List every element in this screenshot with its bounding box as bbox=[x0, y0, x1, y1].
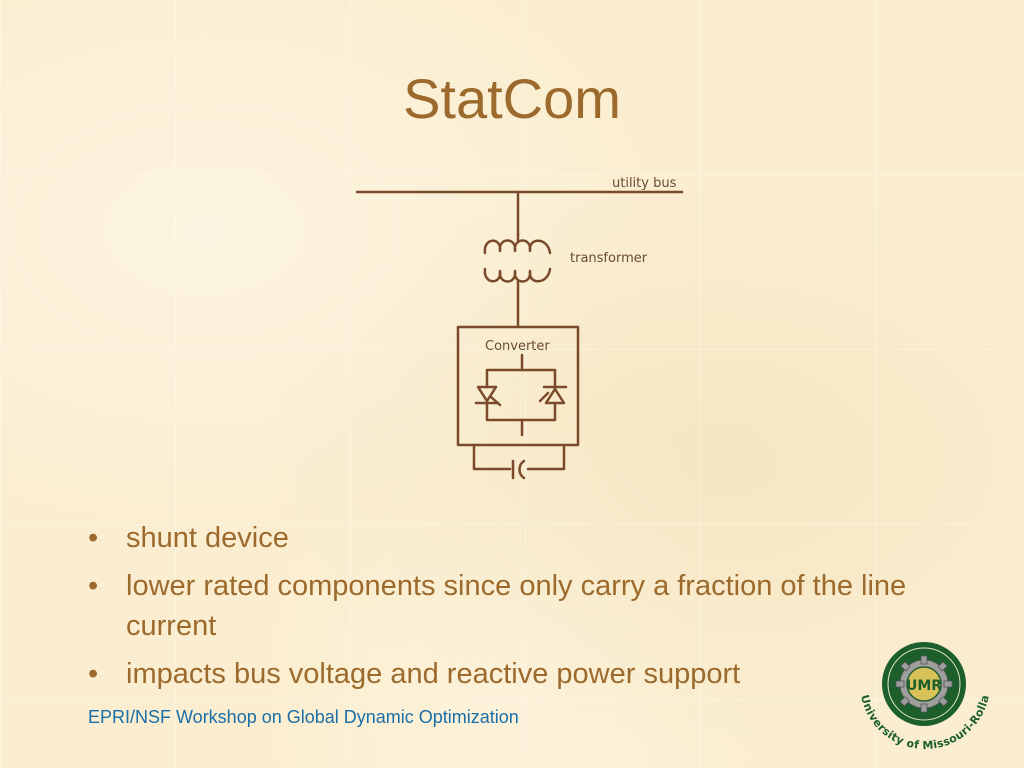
capacitor-loop bbox=[472, 443, 512, 471]
bullet-item: • lower rated components since only carr… bbox=[88, 566, 948, 646]
bullet-item: • shunt device bbox=[88, 518, 948, 558]
capacitor-icon bbox=[511, 459, 526, 480]
converter-box bbox=[456, 325, 580, 447]
transformer-primary-winding bbox=[483, 239, 552, 255]
right-thyristor-icon bbox=[538, 385, 568, 405]
university-seal-icon: UMR University of Missouri-Rolla bbox=[852, 634, 998, 758]
statcom-schematic: utility bus transformer Converter bbox=[355, 176, 684, 480]
bullet-dot-icon: • bbox=[88, 522, 99, 554]
bridge-bottom-bar bbox=[485, 401, 557, 422]
slide-title: StatCom bbox=[403, 67, 621, 130]
transformer-label: transformer bbox=[570, 251, 648, 266]
bullet-dot-icon: • bbox=[88, 570, 99, 602]
statcom-diagram: utility bus transformer Converter bbox=[350, 165, 690, 485]
transformer-secondary-winding bbox=[483, 267, 552, 283]
capacitor-loop-right bbox=[526, 443, 566, 471]
bullet-item: • impacts bus voltage and reactive power… bbox=[88, 654, 948, 694]
bullet-text: lower rated components since only carry … bbox=[126, 570, 907, 642]
slide-footer: EPRI/NSF Workshop on Global Dynamic Opti… bbox=[88, 707, 519, 727]
bullet-text: shunt device bbox=[126, 522, 289, 554]
left-thyristor-icon bbox=[474, 385, 502, 407]
university-logo: UMR University of Missouri-Rolla bbox=[858, 642, 992, 752]
bullet-dot-icon: • bbox=[88, 658, 99, 690]
utility-bus-label: utility bus bbox=[612, 176, 677, 191]
bullet-list: • shunt device • lower rated components … bbox=[88, 518, 948, 702]
bullet-text: impacts bus voltage and reactive power s… bbox=[126, 658, 741, 690]
bridge-top-bar bbox=[485, 368, 557, 389]
logo-monogram: UMR bbox=[906, 678, 942, 694]
converter-label: Converter bbox=[485, 339, 550, 354]
